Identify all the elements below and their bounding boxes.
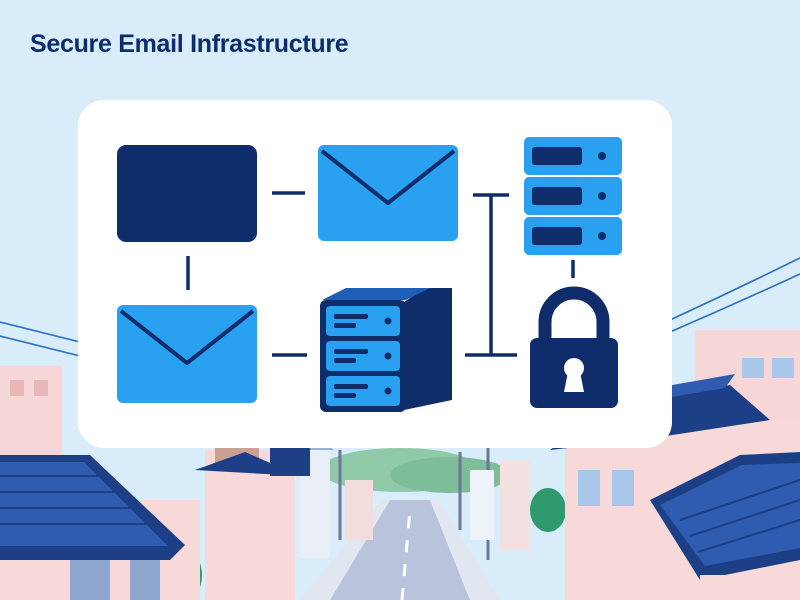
connector-lines [186,191,575,357]
left-houses [0,366,310,600]
server-stack-icon [524,137,622,255]
power-lines [0,257,800,357]
center-buildings [296,434,530,558]
server-tower-icon [320,288,452,412]
envelope-icon [117,305,257,403]
connector-bracket [465,193,517,357]
envelope-icon [318,145,458,241]
padlock-icon [530,286,618,408]
terminal-icon [117,145,257,242]
road [300,500,500,600]
page-title: Secure Email Infrastructure [30,30,349,58]
